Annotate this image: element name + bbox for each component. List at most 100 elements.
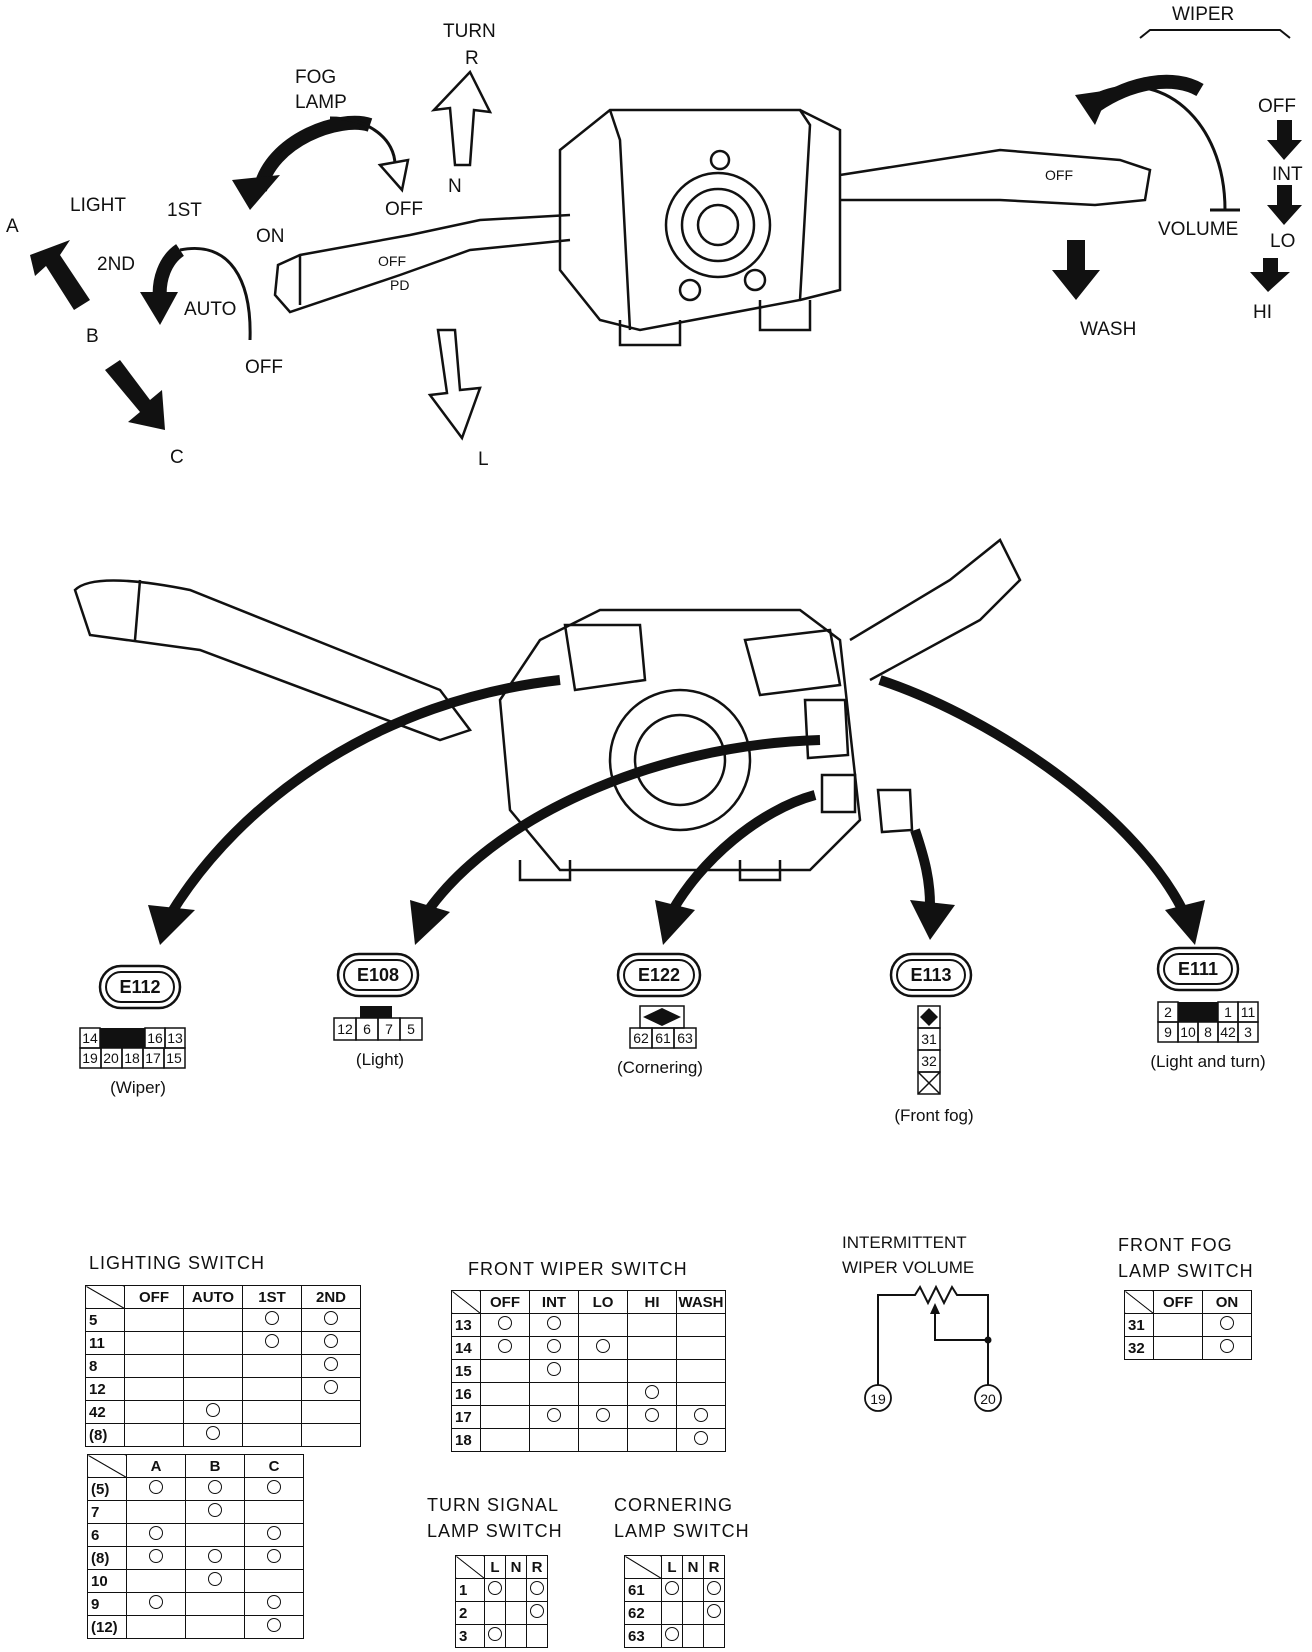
wiper-brace [1139, 29, 1291, 39]
table-row: (8) [87, 1546, 304, 1570]
continuity-dot-icon [498, 1339, 512, 1353]
label-r: R [465, 48, 479, 69]
terminal-number: 5 [85, 1308, 125, 1332]
continuity-cell [480, 1313, 530, 1337]
continuity-cell [242, 1400, 302, 1424]
continuity-cell [185, 1592, 245, 1616]
continuity-cell [703, 1578, 725, 1602]
continuity-cell [185, 1477, 245, 1501]
pin-32: 32 [921, 1053, 937, 1069]
continuity-cell [480, 1359, 530, 1383]
continuity-dot-icon [267, 1480, 281, 1494]
continuity-cell [627, 1428, 677, 1452]
continuity-dot-icon [694, 1408, 708, 1422]
continuity-dot-icon [547, 1362, 561, 1376]
continuity-cell [627, 1359, 677, 1383]
continuity-dot-icon [149, 1526, 163, 1540]
column-header: AUTO [183, 1285, 243, 1309]
continuity-cell [185, 1546, 245, 1570]
table-row: 11 [85, 1331, 361, 1355]
continuity-cell [526, 1601, 548, 1625]
continuity-cell [1202, 1313, 1252, 1337]
continuity-dot-icon [530, 1604, 544, 1618]
pin-42: 42 [1220, 1024, 1236, 1040]
connector-pointers [148, 675, 1205, 945]
column-header: A [126, 1454, 186, 1478]
continuity-cell [244, 1569, 304, 1593]
label-l: L [478, 449, 489, 470]
label-off-light: OFF [245, 357, 283, 378]
label-light: LIGHT [70, 195, 126, 216]
terminal-number: 61 [624, 1578, 662, 1602]
continuity-cell [183, 1354, 243, 1378]
pin-16: 16 [147, 1030, 163, 1046]
continuity-dot-icon [208, 1480, 222, 1494]
terminal-number: 13 [451, 1313, 481, 1337]
switch-body-middle [73, 538, 1022, 882]
continuity-cell [1153, 1336, 1203, 1360]
continuity-cell [529, 1382, 579, 1406]
terminal-20: 20 [980, 1391, 996, 1407]
connector-e111: E111 2 1 11 9 10 8 42 3 (Light and turn) [1150, 946, 1266, 1071]
continuity-cell [578, 1359, 628, 1383]
column-header: OFF [124, 1285, 184, 1309]
table-row: 31 [1124, 1313, 1252, 1337]
terminal-number: 6 [87, 1523, 127, 1547]
pin-20: 20 [103, 1050, 119, 1066]
front-fog-switch-title-2: LAMP SWITCH [1118, 1261, 1254, 1281]
intermittent-wiper-volume: INTERMITTENT WIPER VOLUME 19 20 [842, 1233, 1002, 1412]
continuity-cell [244, 1500, 304, 1524]
table-corner [624, 1555, 662, 1579]
continuity-cell [244, 1546, 304, 1570]
continuity-cell [682, 1601, 704, 1625]
continuity-dot-icon [267, 1549, 281, 1563]
continuity-cell [529, 1313, 579, 1337]
continuity-cell [578, 1313, 628, 1337]
label-off-fog: OFF [385, 199, 423, 220]
continuity-cell [124, 1354, 184, 1378]
continuity-dot-icon [149, 1595, 163, 1609]
continuity-cell [682, 1578, 704, 1602]
table-row: 32 [1124, 1336, 1252, 1360]
pin-6: 6 [363, 1021, 371, 1037]
pin-7: 7 [385, 1021, 393, 1037]
table-corner [455, 1555, 485, 1579]
continuity-cell [244, 1477, 304, 1501]
intermittent-title-2: WIPER VOLUME [842, 1258, 974, 1277]
pin-9: 9 [1164, 1024, 1172, 1040]
column-header: 2ND [301, 1285, 361, 1309]
continuity-cell [627, 1382, 677, 1406]
terminal-number: 9 [87, 1592, 127, 1616]
pin-13: 13 [167, 1030, 183, 1046]
terminal-number: 11 [85, 1331, 125, 1355]
continuity-dot-icon [645, 1385, 659, 1399]
continuity-cell [185, 1615, 245, 1639]
continuity-cell [529, 1359, 579, 1383]
column-header: R [526, 1555, 548, 1579]
continuity-cell [242, 1354, 302, 1378]
continuity-cell [124, 1308, 184, 1332]
continuity-dot-icon [694, 1431, 708, 1445]
terminal-number: 18 [451, 1428, 481, 1452]
continuity-cell [301, 1423, 361, 1447]
switch-body-top [273, 108, 1152, 347]
continuity-cell [676, 1405, 726, 1429]
pin-5: 5 [407, 1021, 415, 1037]
label-wiper: WIPER [1172, 4, 1234, 25]
continuity-dot-icon [149, 1549, 163, 1563]
pin-12: 12 [337, 1021, 353, 1037]
pin-31: 31 [921, 1031, 937, 1047]
label-turn: TURN [443, 21, 496, 42]
pin-63: 63 [677, 1030, 693, 1046]
continuity-cell [526, 1578, 548, 1602]
continuity-cell [126, 1615, 186, 1639]
svg-text:OFF: OFF [378, 253, 406, 269]
continuity-cell [183, 1377, 243, 1401]
table-corner [85, 1285, 125, 1309]
continuity-cell [676, 1313, 726, 1337]
continuity-cell [676, 1359, 726, 1383]
continuity-cell [484, 1601, 506, 1625]
cornering-title-2: LAMP SWITCH [614, 1521, 750, 1541]
continuity-dot-icon [596, 1339, 610, 1353]
pin-62: 62 [633, 1030, 649, 1046]
